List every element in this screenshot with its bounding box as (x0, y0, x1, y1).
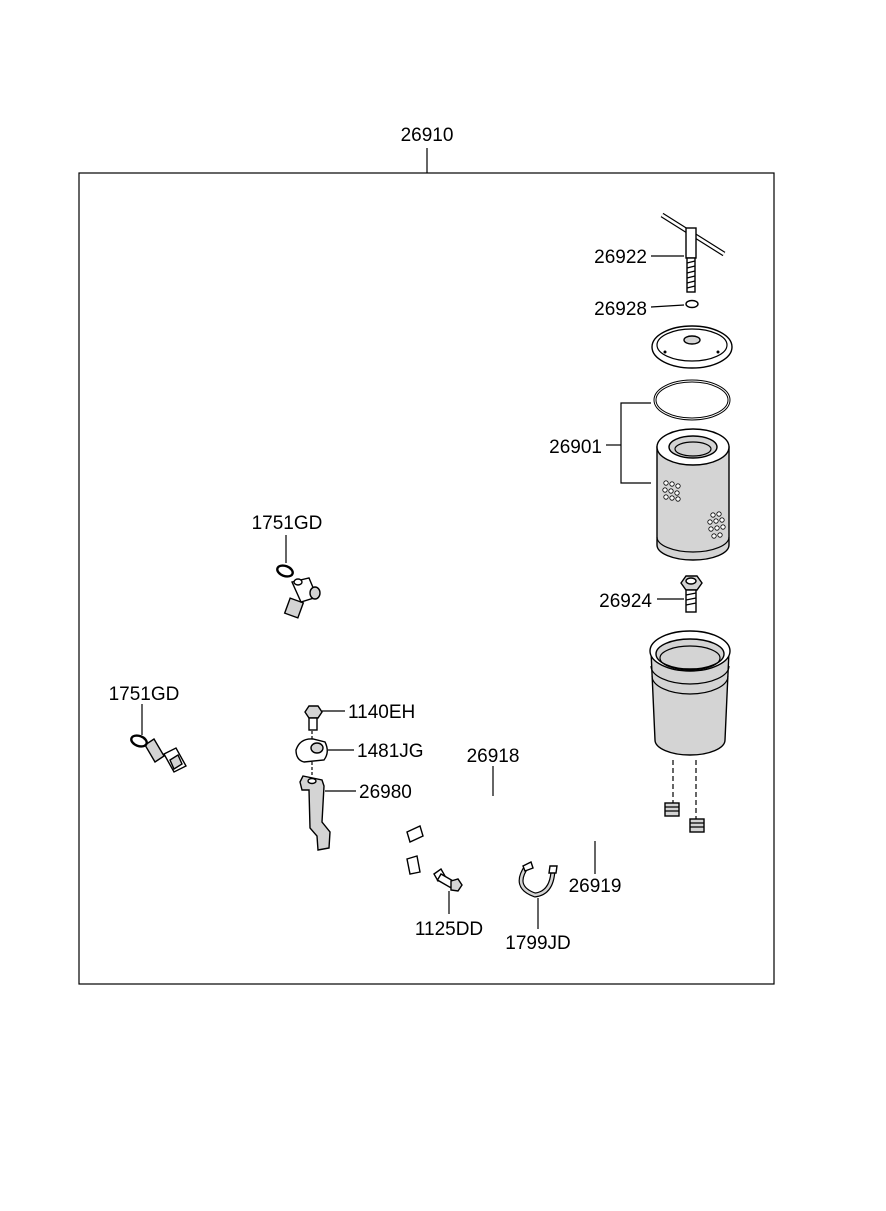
left-tube-fitting (144, 738, 187, 773)
filter-lid (651, 325, 733, 369)
label-26924: 26924 (599, 591, 652, 612)
label-1751gd-upper: 1751GD (252, 513, 323, 534)
bracket-26980 (299, 775, 331, 851)
assembly-frame (78, 172, 775, 985)
center-bolt-26924 (680, 575, 703, 613)
bolt-1140eh (304, 705, 323, 731)
label-26918: 26918 (467, 746, 520, 767)
label-1751gd-lower: 1751GD (109, 684, 180, 705)
fuel-tubes (180, 606, 701, 919)
clamp-1481jg (295, 731, 328, 775)
t-handle-bolt-26922 (660, 212, 726, 293)
filter-housing (649, 630, 731, 756)
hose-clip-1799jd (518, 861, 558, 898)
large-o-ring (653, 379, 731, 421)
filter-element-26901 (656, 428, 730, 561)
small-o-ring-26928 (685, 299, 699, 309)
label-1140eh: 1140EH (348, 702, 415, 723)
label-1125dd: 1125DD (415, 919, 483, 940)
label-26901: 26901 (549, 437, 602, 458)
label-1799jd: 1799JD (505, 933, 571, 954)
label-26919: 26919 (569, 876, 622, 897)
bolt-1125dd (433, 867, 463, 892)
label-1481jg: 1481JG (357, 741, 424, 762)
housing-tube-fittings (664, 802, 705, 833)
upper-elbow-fitting (283, 577, 321, 619)
label-26910: 26910 (401, 125, 454, 146)
o-ring-1751gd-upper (276, 564, 294, 578)
label-26922: 26922 (594, 247, 647, 268)
o-ring-1751gd-lower (130, 734, 148, 748)
tube-clamp-mid (406, 825, 424, 875)
label-26980: 26980 (359, 782, 412, 803)
label-26928: 26928 (594, 299, 647, 320)
